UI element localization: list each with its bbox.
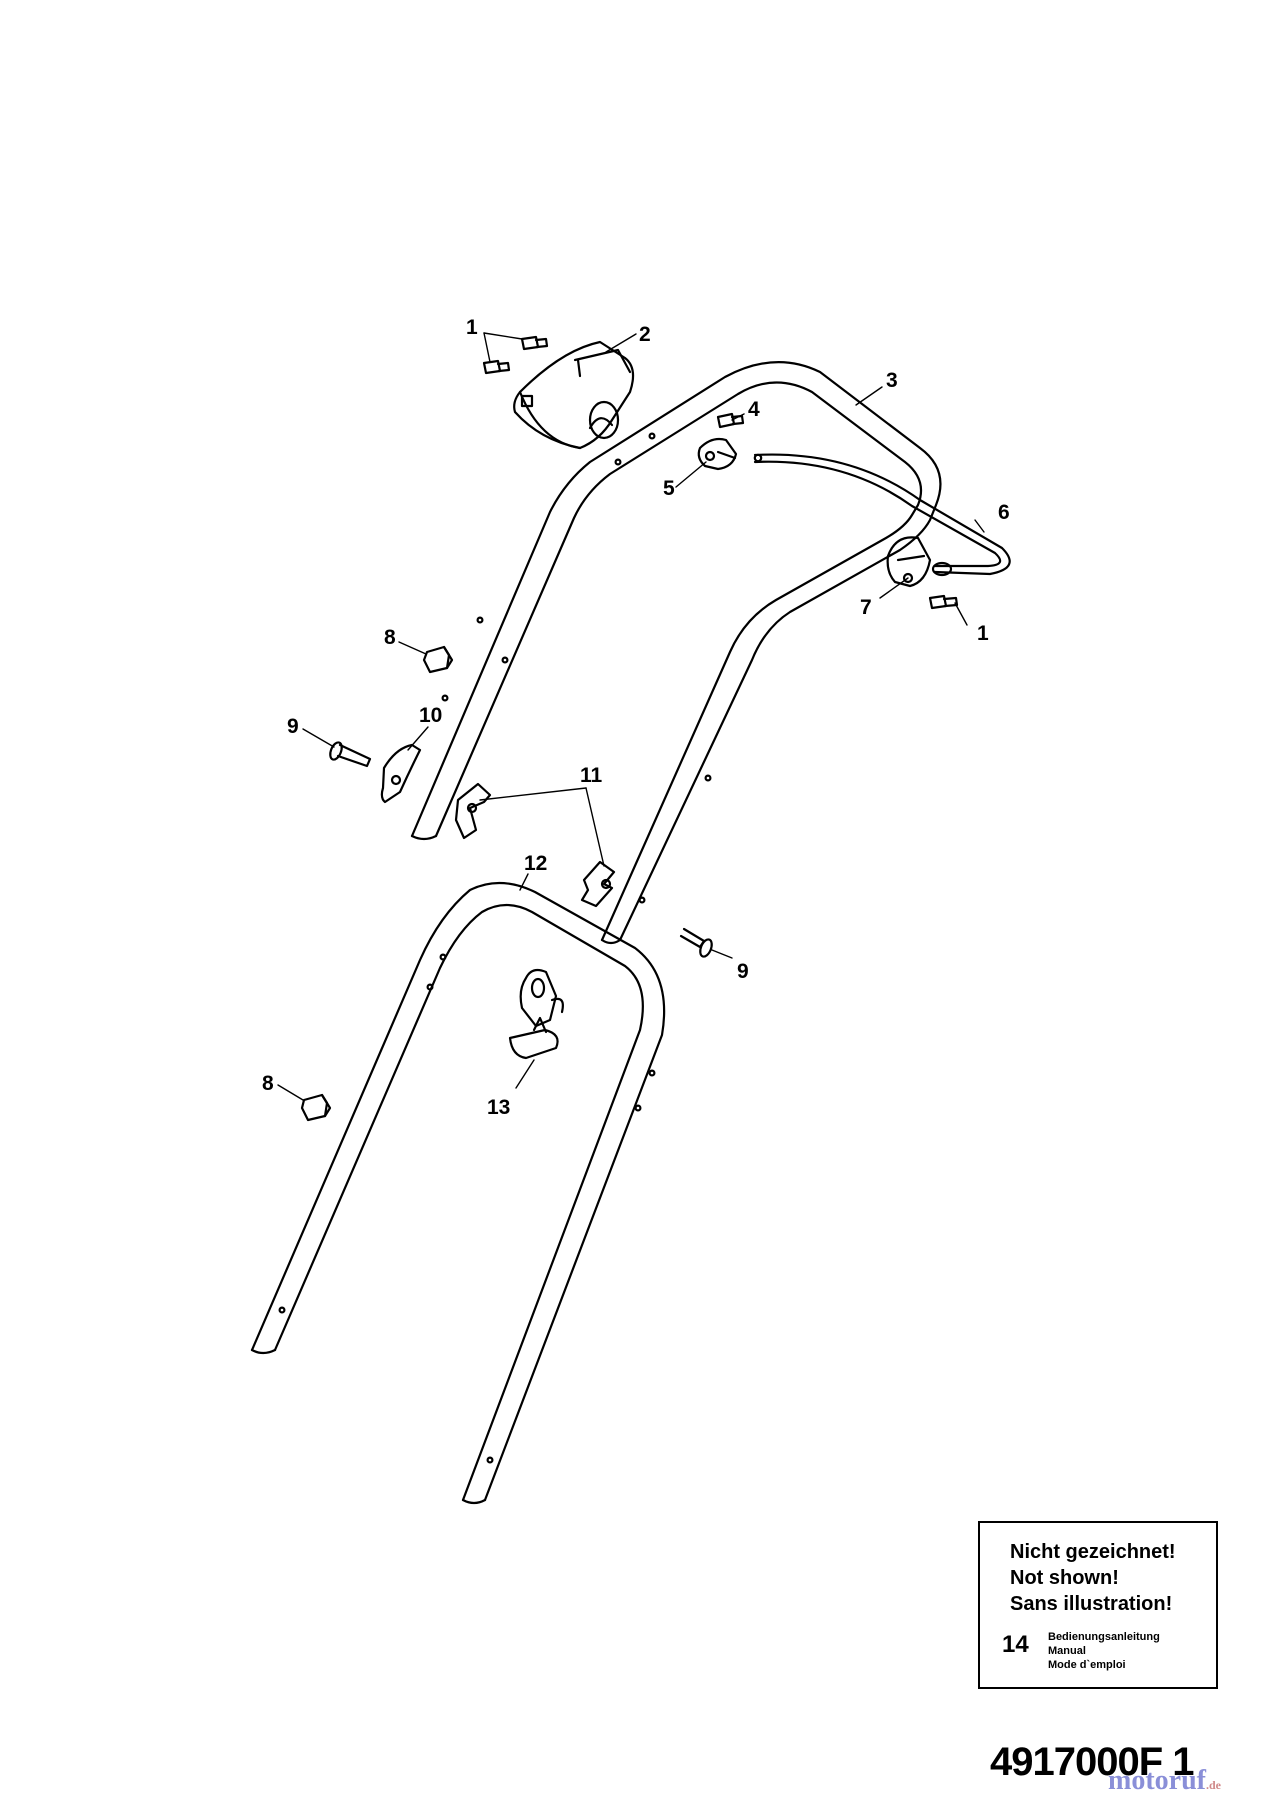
callout-9-lower: 9 [737,960,749,983]
not-shown-legend: Nicht gezeichnet! Not shown! Sans illust… [978,1521,1218,1689]
bolt-9-lower [679,927,713,958]
callout-2: 2 [639,323,651,346]
callout-10: 10 [419,704,442,727]
cable-clamp-5 [697,437,738,471]
leader-lines [277,332,985,1101]
cable [753,453,1011,577]
document-code: 4917000F 1 [990,1740,1195,1784]
callout-3: 3 [886,369,898,392]
callout-7: 7 [860,596,872,619]
callouts: 1 2 3 4 5 6 7 1 8 9 10 11 12 9 13 8 [262,316,1010,1119]
callout-11: 11 [580,764,603,787]
callout-1-top: 1 [466,316,478,339]
cable-hook-13 [508,968,564,1060]
wing-knob-11-left [454,782,492,840]
nut-8-lower [300,1093,332,1122]
screw-4 [716,412,745,429]
legend-item-fr: Mode d`emploi [1048,1659,1126,1671]
callout-8-lower: 8 [262,1072,274,1095]
screw-1-top [520,335,549,351]
lower-handle [250,881,666,1505]
watermark-suffix: .de [1205,1778,1221,1792]
screw-1-mid [482,359,511,375]
callout-8-upper: 8 [384,626,396,649]
callout-12: 12 [524,852,547,875]
callout-4: 4 [748,398,760,421]
cable-housing [513,340,635,450]
callout-9-upper: 9 [287,715,299,738]
clip-10 [380,743,422,804]
screw-1-right [928,594,959,610]
callout-13: 13 [487,1096,510,1119]
legend-line-fr: Sans illustration! [1010,1593,1173,1615]
watermark-logo: motoruf.de [1108,1765,1221,1797]
callout-5: 5 [663,477,675,500]
cable-clamp-7 [886,536,932,588]
bolt-9-upper [329,741,372,768]
watermark-text: motoruf [1108,1765,1206,1796]
callout-1-right: 1 [977,622,989,645]
legend-item-en: Manual [1048,1645,1086,1657]
legend-line-de: Nicht gezeichnet! [1010,1541,1176,1563]
nut-8-upper [422,645,454,674]
callout-6: 6 [998,501,1010,524]
legend-line-en: Not shown! [1010,1567,1119,1589]
legend-item-number: 14 [1002,1631,1029,1658]
upper-handle [410,361,942,945]
wing-knob-11-right [580,860,616,908]
legend-item-de: Bedienungsanleitung [1048,1631,1160,1643]
